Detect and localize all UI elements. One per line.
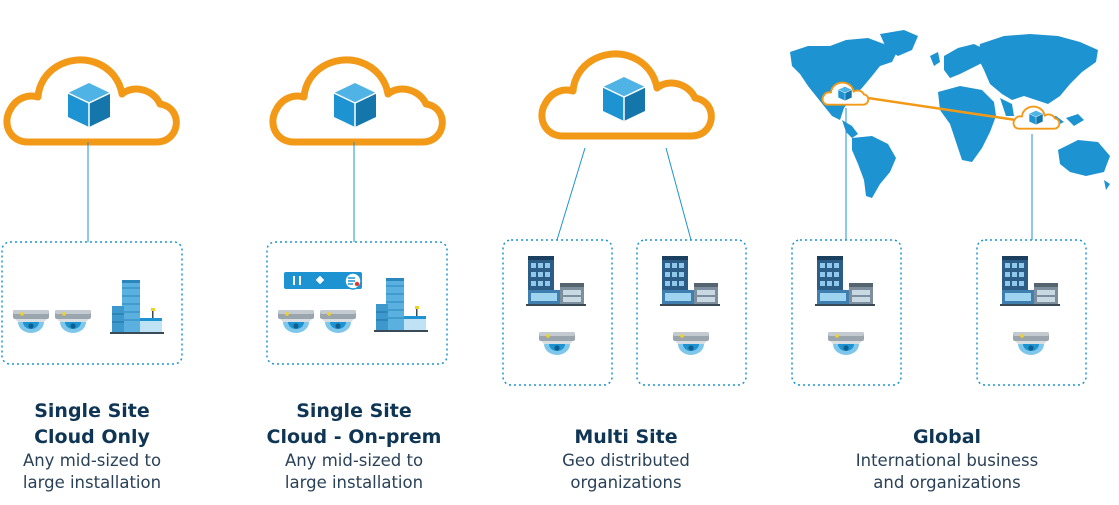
camera-icon [13,310,49,333]
caption-multi-site: Multi Site Geo distributed organizations [526,424,726,494]
panel-multi-site [502,54,747,386]
connector-line [665,147,692,241]
office-building-icon [660,256,720,306]
site-box [266,241,448,365]
office-building-icon [815,256,875,306]
panel-title: Multi Site [574,426,678,448]
panel-subtitle: Any mid-sized to large installation [284,451,424,492]
building-icon [373,277,429,333]
panel-single-site-cloud-on-prem [266,60,448,365]
office-building-icon [526,256,586,306]
building-icon [109,279,165,335]
panel-single-site-cloud-only [1,60,183,365]
camera-icon [1013,332,1049,355]
office-building-icon [1000,256,1060,306]
panel-subtitle: International business and organizations [855,451,1039,492]
site-box [502,239,613,386]
panel-subtitle: Any mid-sized to large installation [22,451,162,492]
connector-line [556,147,586,241]
panel-title: Global [912,426,982,448]
camera-icon [673,332,709,355]
server-icon [284,272,362,290]
panel-global [790,30,1110,386]
panel-title: Single Site Cloud Only [34,400,150,448]
caption-single-site-cloud-on-prem: Single Site Cloud - On-prem Any mid-size… [254,398,454,494]
site-box [636,239,747,386]
panel-title: Single Site Cloud - On-prem [266,400,442,448]
world-map [790,30,1110,198]
caption-single-site-cloud-only: Single Site Cloud Only Any mid-sized to … [0,398,184,494]
site-box [1,241,183,365]
cloud-link-line [867,96,1017,122]
site-box [976,239,1087,386]
camera-icon [320,310,356,333]
site-box [791,239,902,386]
camera-icon [55,310,91,333]
panel-subtitle: Geo distributed organizations [562,451,690,492]
caption-global: Global International business and organi… [832,424,1062,494]
camera-icon [278,310,314,333]
camera-icon [539,332,575,355]
camera-icon [828,332,864,355]
